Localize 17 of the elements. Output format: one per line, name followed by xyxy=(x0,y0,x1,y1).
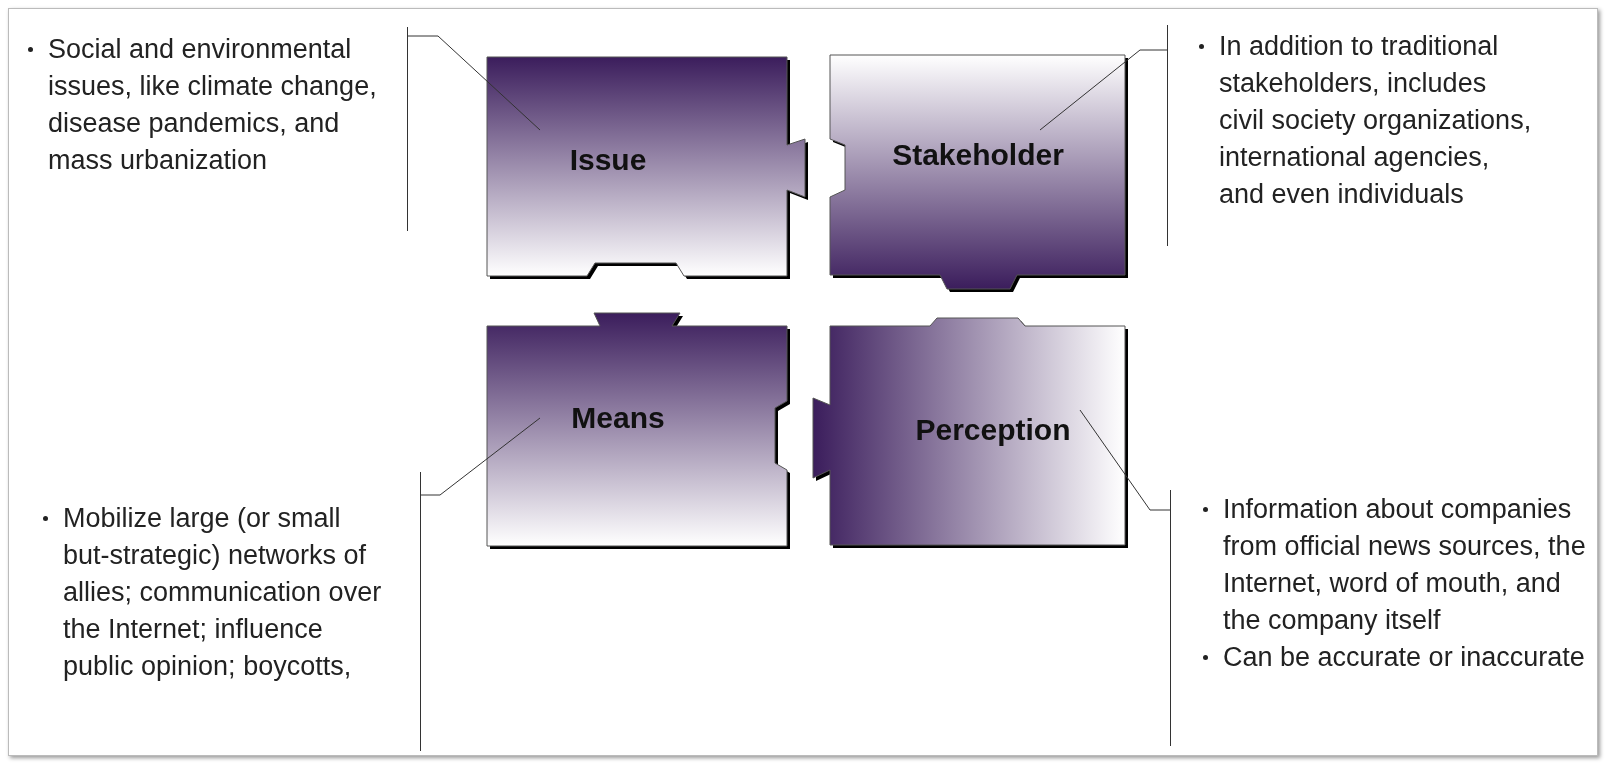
bullet-text: In addition to traditional stakeholders, includes civil society organizations, international agencies, and even individuals xyxy=(1219,30,1533,211)
puzzle-piece xyxy=(487,313,787,546)
piece-label: Perception xyxy=(915,413,1071,447)
leader-line xyxy=(407,35,541,131)
puzzle-piece xyxy=(830,55,1125,289)
leader-line xyxy=(1079,409,1171,511)
bullet-text: Mobilize large (or small but-strategic) networks of allies; communication over the Internet; influence public opinion; boycotts, xyxy=(63,502,382,683)
puzzle-piece xyxy=(487,57,805,276)
bullet-text: Can be accurate or inaccurate xyxy=(1223,641,1586,674)
bullet-text: Social and environmental issues, like climate change, disease pandemics, and mass urbanization xyxy=(48,33,378,177)
leader-line xyxy=(1039,49,1168,131)
piece-label: Issue xyxy=(569,143,647,177)
bullet-text: Information about companies from official news sources, the Internet, word of mouth, and the company itself xyxy=(1223,493,1587,637)
leader-line xyxy=(420,417,541,496)
piece-label: Means xyxy=(571,401,665,435)
puzzle-piece xyxy=(813,318,1125,545)
piece-label: Stakeholder xyxy=(892,138,1064,172)
